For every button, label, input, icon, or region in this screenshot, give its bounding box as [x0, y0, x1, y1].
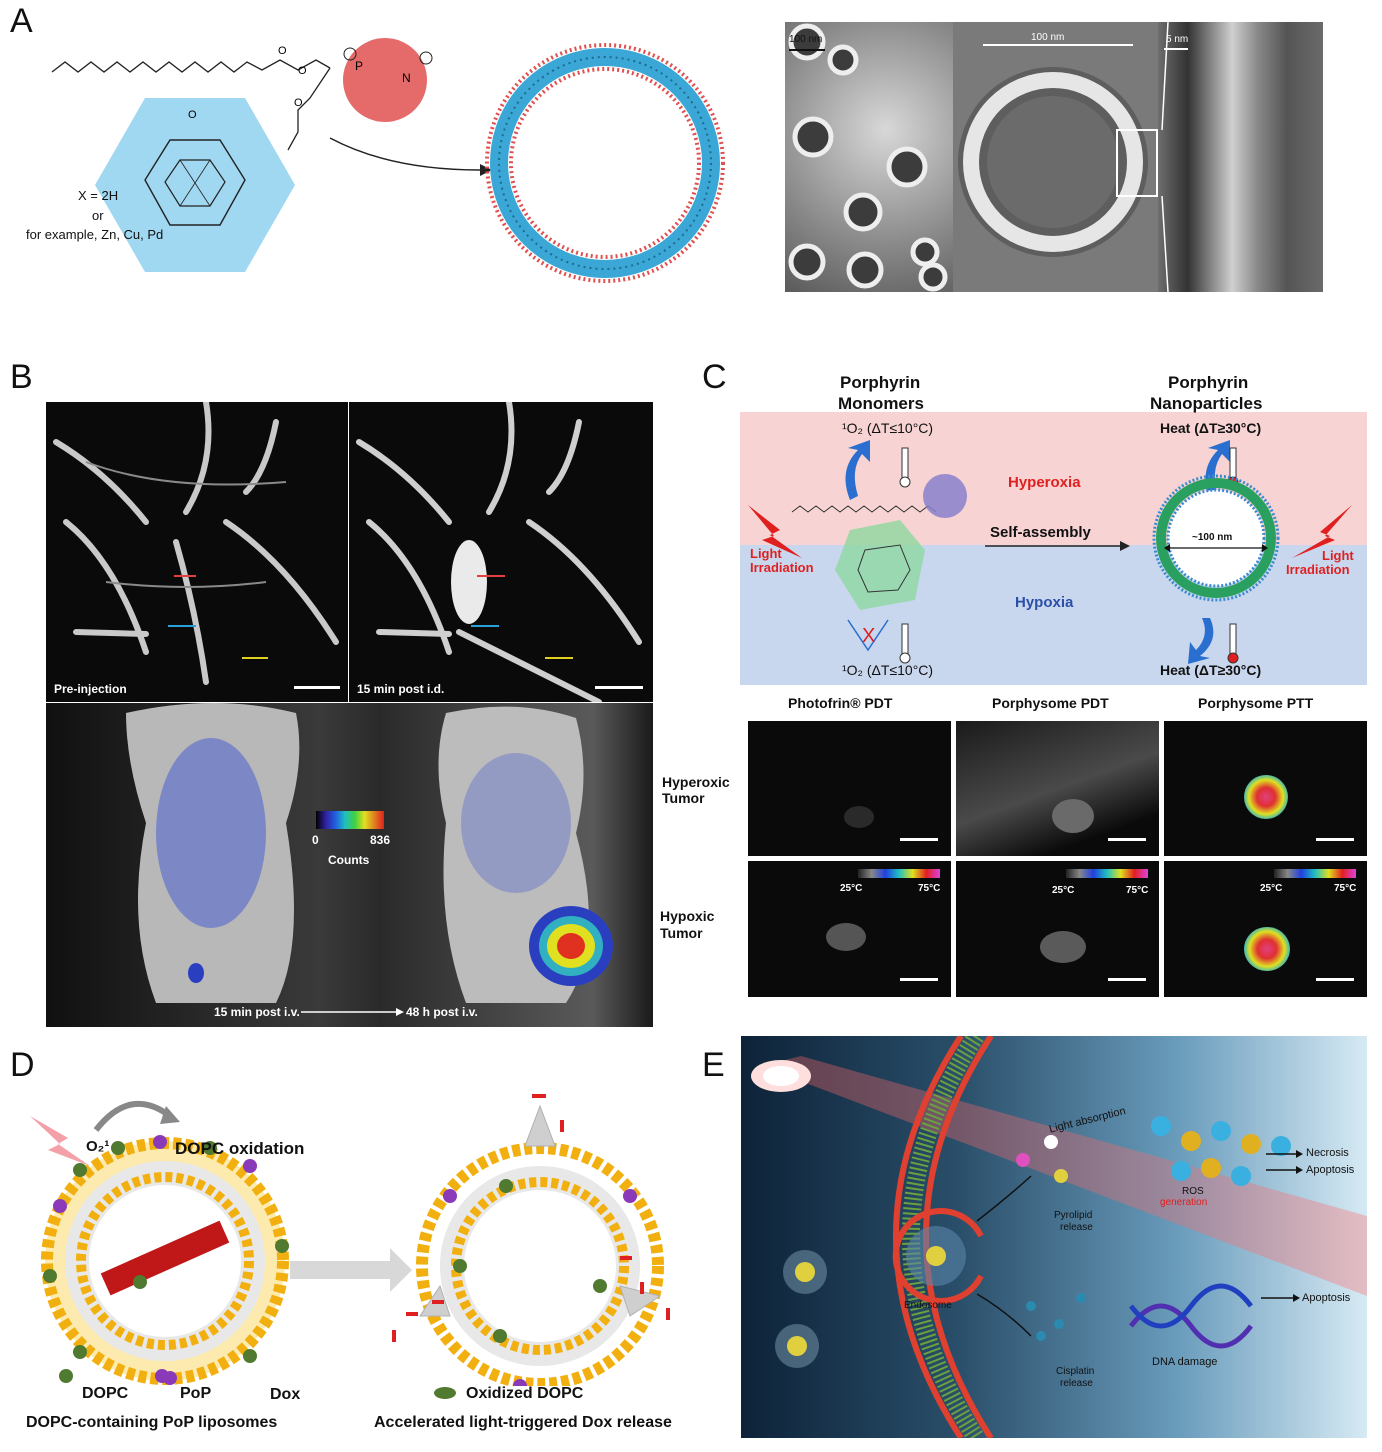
tem-scale-label-2: 100 nm [1031, 32, 1065, 43]
thermal-hyperoxic-porphysome-ptt [1164, 721, 1367, 856]
row-header-hypoxic-2: Tumor [660, 925, 703, 941]
ros-generation-2: generation [1160, 1197, 1208, 1208]
label-48h-post-iv: 48 h post i.v. [406, 1005, 478, 1019]
legend-oxidized-dopc: Oxidized DOPC [466, 1385, 584, 1402]
temp-max-3: 75°C [1334, 883, 1357, 894]
mouse-imaging-panel: 0 836 Counts 15 min post i.v. 48 h post … [46, 703, 653, 1027]
legend-dox: Dox [270, 1386, 301, 1403]
row-header-hypoxic-1: Hypoxic [660, 908, 715, 924]
light-left-2: Irradiation [750, 560, 814, 575]
lipid-structure-diagram: O O P N O O [51, 38, 492, 272]
lymph-image-post: 15 min post i.d. [349, 399, 653, 705]
x-note-line2: or [92, 208, 104, 223]
colorbar-unit: Counts [328, 853, 370, 867]
colorbar-min: 0 [312, 833, 319, 847]
right-title-2: Nanoparticles [1150, 394, 1263, 413]
tem-scale-label-3: 5 nm [1166, 34, 1189, 45]
hyperoxia-label: Hyperoxia [1008, 474, 1081, 491]
legend-pop: PoP [180, 1385, 212, 1402]
light-left-1: Light [750, 546, 782, 561]
tem-scale-label-1: 100 nm [789, 34, 823, 45]
label-15min-post-iv: 15 min post i.v. [214, 1005, 300, 1019]
temp-min-3: 25°C [1260, 883, 1283, 894]
svg-text:O: O [188, 109, 197, 121]
panel-label-d: D [10, 1046, 35, 1084]
endosome-label: Endosome [904, 1300, 952, 1311]
light-right-2: Irradiation [1286, 562, 1350, 577]
left-title-1: Porphyrin [840, 373, 921, 392]
label-15min-post-id: 15 min post i.d. [357, 682, 445, 696]
o2-bottom-label: ¹O₂ (ΔT≤10°C) [842, 662, 934, 678]
porphysome-bilayer-ring [485, 43, 725, 283]
row-header-hyperoxic-1: Hyperoxic [662, 774, 730, 790]
svg-text:N: N [402, 71, 411, 85]
thermal-hypoxic-porphysome-pdt: 25°C 75°C [956, 861, 1159, 997]
svg-text:O: O [298, 65, 307, 77]
cisplatin-release-2: release [1060, 1378, 1093, 1389]
label-pre-injection: Pre-injection [54, 682, 127, 696]
diameter-label: ~100 nm [1192, 532, 1233, 543]
tem-image-zoom: 5 nm [1158, 22, 1323, 292]
temp-colorbar [858, 869, 940, 878]
pop-liposome-scheme [30, 1094, 670, 1386]
svg-text:O: O [278, 45, 287, 57]
nanoparticle-therapy-scheme [741, 1036, 1367, 1438]
counts-colorbar [316, 811, 384, 829]
left-title-2: Monomers [838, 394, 924, 413]
hypoxia-label: Hypoxia [1015, 594, 1074, 611]
row-header-hyperoxic-2: Tumor [662, 790, 705, 806]
porphyrin-scheme: X [748, 440, 1352, 664]
light-right-1: Light [1322, 548, 1354, 563]
self-assembly-label: Self-assembly [990, 524, 1091, 541]
thermal-hypoxic-photofrin: 25°C 75°C [748, 861, 951, 997]
heat-top-label: Heat (ΔT≥30°C) [1160, 420, 1262, 436]
svg-text:P: P [355, 59, 363, 73]
right-title-1: Porphyrin [1168, 373, 1249, 392]
svg-text:X: X [862, 625, 875, 647]
lymph-image-pre: Pre-injection [46, 399, 348, 702]
pyrolipid-release-2: release [1060, 1222, 1093, 1233]
panel-label-e: E [702, 1046, 725, 1084]
apoptosis-label-2: Apoptosis [1302, 1292, 1351, 1304]
o2-singlet-label: O₂¹ [86, 1138, 110, 1155]
o2-top-label: ¹O₂ (ΔT≤10°C) [842, 420, 934, 436]
thermal-hyperoxic-porphysome-pdt [956, 721, 1159, 856]
temp-min-1: 25°C [840, 883, 863, 894]
colorbar-max: 836 [370, 833, 391, 847]
legend-dopc: DOPC [82, 1385, 129, 1402]
heat-bottom-label: Heat (ΔT≥30°C) [1160, 662, 1262, 678]
caption-left: DOPC-containing PoP liposomes [26, 1414, 278, 1431]
col-header-porphysome-ptt: Porphysome PTT [1198, 695, 1314, 711]
cisplatin-release-1: Cisplatin [1056, 1366, 1095, 1377]
temp-min-2: 25°C [1052, 885, 1075, 896]
ros-generation-1: ROS [1182, 1186, 1204, 1197]
tem-image-single: 100 nm [953, 22, 1158, 292]
apoptosis-label-1: Apoptosis [1306, 1164, 1355, 1176]
zoom-connector-lines [1161, 22, 1169, 292]
dna-damage-label: DNA damage [1152, 1356, 1218, 1368]
caption-right: Accelerated light-triggered Dox release [374, 1414, 672, 1431]
col-header-photofrin: Photofrin® PDT [788, 695, 893, 711]
x-note-line3: for example, Zn, Cu, Pd [26, 227, 164, 242]
temp-max-2: 75°C [1126, 885, 1149, 896]
necrosis-label: Necrosis [1306, 1147, 1349, 1159]
svg-text:O: O [294, 97, 303, 109]
x-note-line1: X = 2H [78, 188, 119, 203]
thermal-hyperoxic-photofrin [748, 721, 951, 856]
panel-label-b: B [10, 358, 33, 396]
dopc-oxidation-label: DOPC oxidation [175, 1139, 305, 1158]
panel-label-a: A [10, 2, 33, 40]
temp-max-1: 75°C [918, 883, 941, 894]
panel-label-c: C [702, 358, 727, 396]
pyrolipid-release-1: Pyrolipid [1054, 1210, 1093, 1221]
thermal-hypoxic-porphysome-ptt: 25°C 75°C [1164, 861, 1367, 997]
col-header-porphysome-pdt: Porphysome PDT [992, 695, 1109, 711]
tem-image-wide: 100 nm [785, 22, 953, 292]
